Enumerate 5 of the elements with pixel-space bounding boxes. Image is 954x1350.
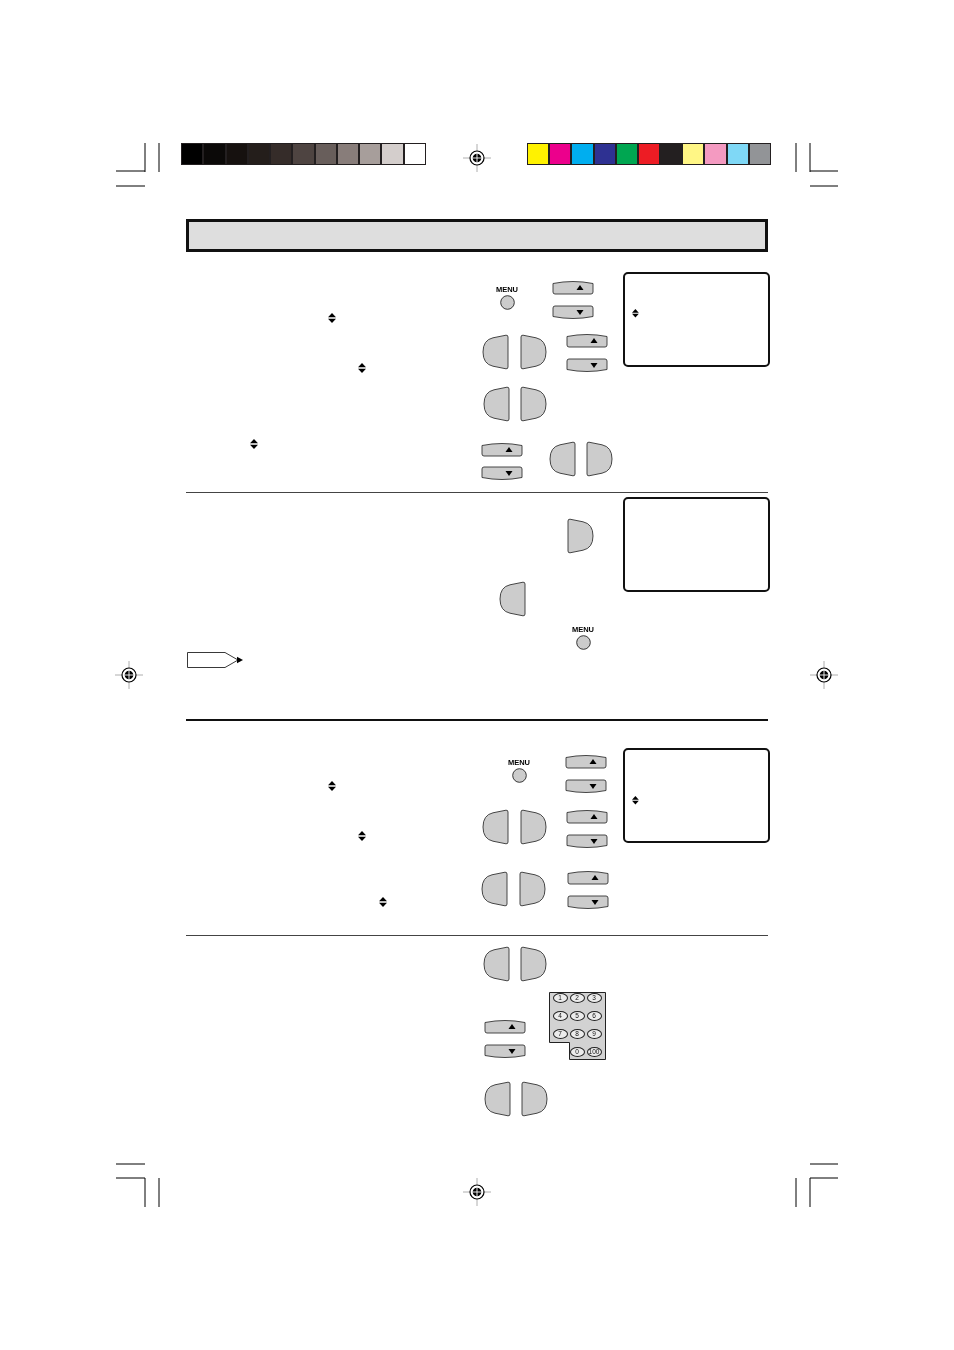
screen-display xyxy=(623,497,770,592)
screen-display xyxy=(623,272,770,367)
title-band xyxy=(186,219,768,252)
screen-display xyxy=(623,748,770,843)
keypad-panel xyxy=(549,992,606,1060)
